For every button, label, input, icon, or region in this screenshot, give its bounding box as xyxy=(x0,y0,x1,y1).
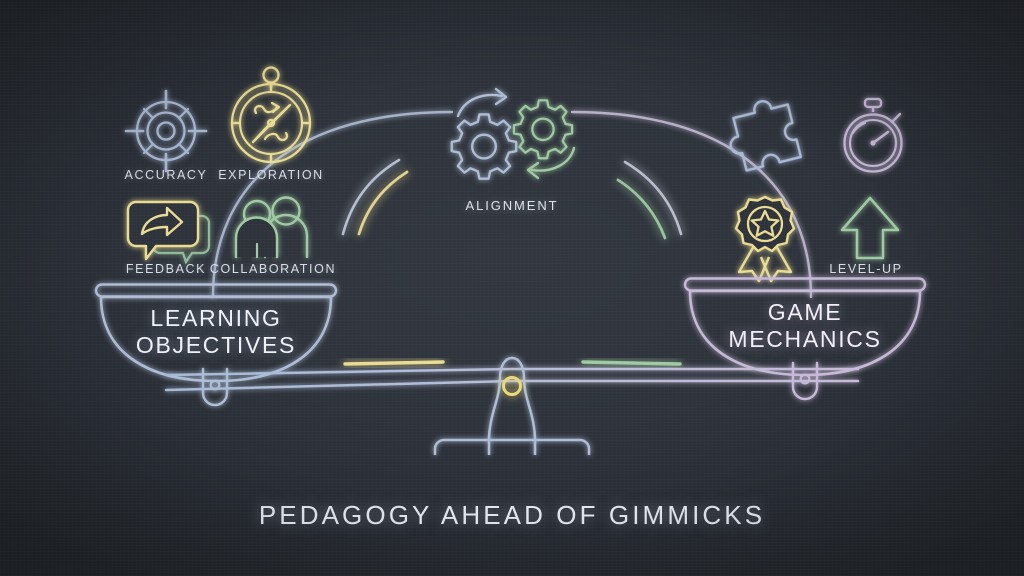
curved-arrow-counterclockwise-icon xyxy=(526,146,576,180)
up-arrow-icon xyxy=(840,196,900,260)
arc-highlight-left-blue xyxy=(341,158,401,236)
gear-icon xyxy=(450,113,518,180)
pan-label-left: LEARNING OBJECTIVES xyxy=(135,305,297,359)
award-badge-icon xyxy=(734,195,796,283)
speech-bubble-share-icon xyxy=(126,200,211,265)
caption-text: PEDAGOGY AHEAD OF GIMMICKS xyxy=(258,500,766,530)
beam xyxy=(164,367,860,392)
pivot-ring xyxy=(502,376,522,396)
puzzle-piece-icon xyxy=(729,100,803,172)
alignment-label: ALIGNMENT xyxy=(465,198,559,213)
arc-highlight-right-blue xyxy=(623,160,683,236)
pan-label-right: GAME MECHANICS xyxy=(728,299,882,353)
arc-highlight-right-green xyxy=(616,178,667,240)
arc-right xyxy=(570,110,813,299)
two-people-icon xyxy=(234,196,309,259)
compass-icon xyxy=(230,66,312,164)
curved-arrow-clockwise-icon xyxy=(456,87,508,118)
target-icon xyxy=(124,89,208,173)
gear-icon xyxy=(512,99,574,160)
beam-accent-left xyxy=(343,360,445,366)
arc-highlight-left-yellow xyxy=(357,170,409,236)
beam-accent-right xyxy=(581,360,682,366)
hanger-right xyxy=(791,361,819,401)
fulcrum-base xyxy=(433,356,591,455)
stopwatch-icon xyxy=(843,97,903,173)
